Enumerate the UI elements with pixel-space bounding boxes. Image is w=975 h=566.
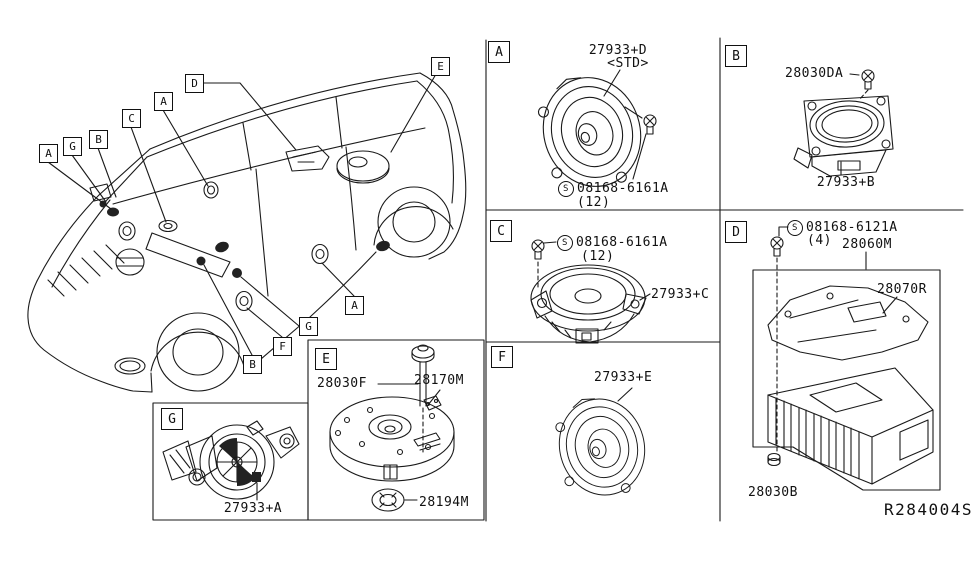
car-speaker-markers xyxy=(99,145,390,312)
part-number-28030DA: 28030DA xyxy=(785,66,844,81)
car-callout-b-lower: B xyxy=(243,355,262,374)
panel-label-f: F xyxy=(491,346,513,368)
car-callout-d-amplifier: D xyxy=(185,74,204,93)
car-callout-e-subwoofer: E xyxy=(431,57,450,76)
part-number-28170M: 28170M xyxy=(414,373,464,388)
part-row-screw-a: S 08168-6161A xyxy=(558,181,669,197)
panel-f-speaker-drawing xyxy=(544,386,657,508)
panel-a-speaker-drawing xyxy=(525,61,657,203)
grid-lines xyxy=(152,37,964,522)
part-number-screw-d: 08168-6121A xyxy=(806,220,898,235)
car-callout-f-lower: F xyxy=(273,337,292,356)
part-row-screw-d: S 08168-6121A xyxy=(787,220,898,236)
part-number-28030B: 28030B xyxy=(748,485,798,500)
panel-e-subwoofer-drawing xyxy=(329,344,455,512)
part-number-27933E: 27933+E xyxy=(594,370,653,385)
panel-label-e: E xyxy=(315,348,337,370)
car-illustration xyxy=(27,72,467,393)
part-qty-screw-c: (12) xyxy=(581,249,615,264)
panel-d-amp-drawing xyxy=(752,226,941,491)
standard-screw-symbol: S xyxy=(557,235,573,251)
car-callout-a-front-door: A xyxy=(39,144,58,163)
panel-label-a: A xyxy=(488,41,510,63)
part-number-27933D: 27933+D xyxy=(588,43,648,58)
callout-leader-lines xyxy=(47,73,437,356)
part-number-28030F: 28030F xyxy=(317,376,367,391)
part-qty-screw-a: (12) xyxy=(577,195,611,210)
panel-label-d: D xyxy=(725,221,747,243)
panel-c-speaker-drawing xyxy=(530,239,651,344)
part-number-27933B: 27933+B xyxy=(816,175,876,190)
part-number-28070R: 28070R xyxy=(877,282,927,297)
part-number-screw-c: 08168-6161A xyxy=(576,235,668,250)
car-callout-g-tweeter: G xyxy=(63,137,82,156)
panel-b-speaker-drawing xyxy=(793,69,894,177)
part-number-27933A: 27933+A xyxy=(223,501,283,516)
part-qty-screw-d: (4) xyxy=(807,233,832,248)
standard-screw-symbol: S xyxy=(558,181,574,197)
part-number-screw-a: 08168-6161A xyxy=(577,181,669,196)
panel-label-b: B xyxy=(725,45,747,67)
standard-screw-symbol: S xyxy=(787,220,803,236)
car-callout-b-squawker: B xyxy=(89,130,108,149)
part-number-27933C: 27933+C xyxy=(651,287,710,302)
car-callout-a-lower: A xyxy=(345,296,364,315)
part-row-screw-c: S 08168-6161A xyxy=(557,235,668,251)
panel-g-tweeter-drawing xyxy=(162,420,300,501)
car-callout-c-center: C xyxy=(122,109,141,128)
car-callout-g-lower: G xyxy=(299,317,318,336)
part-variant-std: <STD> xyxy=(607,56,649,71)
panel-label-g: G xyxy=(161,408,183,430)
car-callout-a-rear-door: A xyxy=(154,92,173,111)
part-number-28194M: 28194M xyxy=(419,495,469,510)
diagram-reference-code: R284004S xyxy=(884,500,974,519)
part-number-28060M: 28060M xyxy=(842,237,892,252)
panel-label-c: C xyxy=(490,220,512,242)
